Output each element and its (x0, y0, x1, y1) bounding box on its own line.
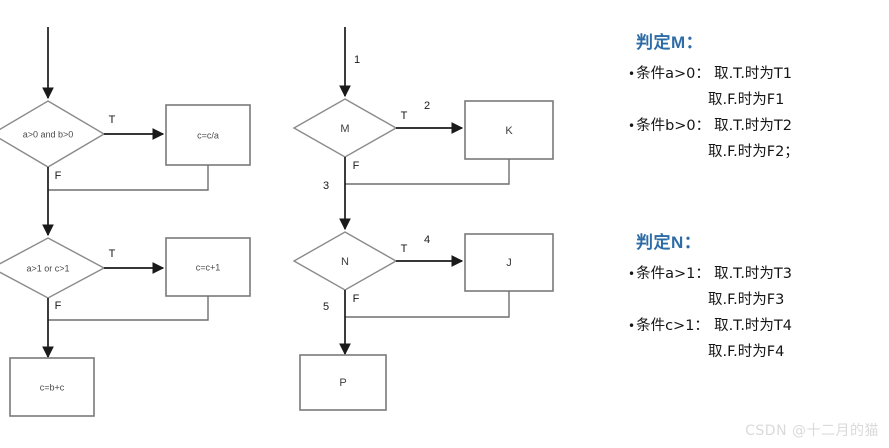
legend-row: • 条件a>1： 取.T.时为T3 (628, 262, 889, 283)
edge-merge-j (345, 291, 510, 318)
path-number-n-true: 4 (424, 234, 430, 246)
edge-merge-k (345, 159, 510, 185)
edge-merge-2 (48, 296, 209, 321)
bullet-icon: • (628, 67, 636, 81)
legend-value: 取.T.时为T3 (714, 266, 793, 282)
path-number-n-false: 5 (323, 301, 329, 313)
legend-value: 取.F.时为F2； (708, 144, 799, 160)
decision-node-n-label: N (341, 256, 349, 268)
legend-row: • 条件c>1： 取.T.时为T4 (628, 314, 889, 335)
legend-value: 取.T.时为T2 (714, 118, 793, 134)
process-node-p (299, 354, 387, 411)
legend-row: 取.F.时为F1 (628, 88, 889, 109)
legend-row: • 条件a>0： 取.T.时为T1 (628, 62, 889, 83)
bullet-icon: • (628, 119, 636, 133)
decision-node-m-label: M (340, 123, 349, 135)
process-node-c-plus-1-label: c=c+1 (196, 262, 221, 272)
legend-row: • 条件b>0： 取.T.时为T2 (628, 114, 889, 135)
process-node-c-plus-1 (165, 237, 251, 297)
legend-block-m: 判定M： • 条件a>0： 取.T.时为T1 取.F.时为F1 • 条件b>0：… (628, 28, 889, 166)
process-node-j-label: J (506, 257, 512, 269)
process-node-c-plus-b-label: c=b+c (40, 382, 65, 392)
bullet-icon: • (628, 319, 636, 333)
path-number-m-true: 2 (424, 100, 430, 112)
legend-condition: 条件a>1： (636, 266, 710, 282)
legend-value: 取.F.时为F3 (708, 292, 785, 308)
branch-label-d2-true: T (109, 248, 116, 260)
path-number-entry: 1 (354, 54, 360, 66)
branch-label-m-false: F (353, 160, 360, 172)
legend-value: 取.F.时为F4 (708, 344, 785, 360)
process-node-k-label: K (505, 125, 513, 137)
legend-title-m: 判定M： (636, 33, 704, 52)
condition-legend-panel: 判定M： • 条件a>0： 取.T.时为T1 取.F.时为F1 • 条件b>0：… (628, 0, 889, 448)
legend-value: 取.T.时为T1 (714, 66, 793, 82)
decision-node-a0-b0-label: a>0 and b>0 (23, 129, 74, 139)
legend-condition: 条件c>1： (636, 318, 709, 334)
process-node-k (464, 100, 554, 160)
legend-value: 取.T.时为T4 (714, 318, 793, 334)
process-node-j (464, 233, 554, 292)
branch-label-n-false: F (353, 293, 360, 305)
legend-value: 取.F.时为F1 (708, 92, 785, 108)
bullet-icon: • (628, 267, 636, 281)
legend-row: 取.F.时为F2； (628, 140, 889, 161)
legend-condition: 条件b>0： (636, 118, 711, 134)
branch-label-m-true: T (401, 110, 408, 122)
watermark-text: CSDN @十二月的猫 (745, 423, 879, 439)
legend-row: 取.F.时为F3 (628, 288, 889, 309)
legend-title-n: 判定N： (636, 233, 702, 252)
decision-node-a1-c1-label: a>1 or c>1 (26, 263, 69, 273)
legend-row: 取.F.时为F4 (628, 340, 889, 361)
process-node-p-label: P (339, 377, 346, 389)
branch-label-n-true: T (401, 243, 408, 255)
process-node-c-div-a (165, 104, 251, 166)
edge-merge-1 (48, 165, 209, 191)
branch-label-d2-false: F (55, 300, 62, 312)
legend-condition: 条件a>0： (636, 66, 710, 82)
process-node-c-div-a-label: c=c/a (197, 130, 219, 140)
path-number-m-false: 3 (323, 180, 329, 192)
branch-label-d1-true: T (109, 114, 116, 126)
legend-block-n: 判定N： • 条件a>1： 取.T.时为T3 取.F.时为F3 • 条件c>1：… (628, 228, 889, 366)
process-node-c-plus-b (9, 357, 95, 417)
branch-label-d1-false: F (55, 170, 62, 182)
